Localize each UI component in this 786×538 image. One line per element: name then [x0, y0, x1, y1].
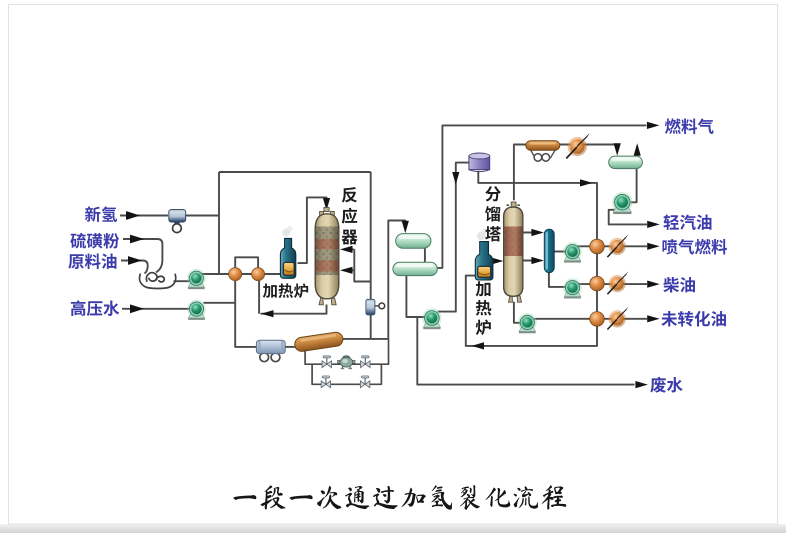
- label-heater2: 加热炉: [475, 276, 492, 338]
- card-border: [8, 4, 778, 525]
- diagram-title: 一段一次通过加氢裂化流程: [231, 484, 568, 511]
- letdown-valve: [365, 298, 386, 316]
- label-hp-water: 高压水: [70, 296, 120, 320]
- diesel-pump: [562, 277, 583, 299]
- jet-fuel-pump: [562, 241, 583, 264]
- wash-water-tank: [468, 152, 491, 173]
- equipment-labels: 加热炉 反应器 分馏塔 加热炉: [263, 181, 502, 338]
- pipe-reactor-effluent: [260, 304, 328, 315]
- reflux-drum: [608, 155, 643, 170]
- pipe-effluent-down: [234, 280, 257, 348]
- pipe-wash-water-chain: [464, 170, 598, 347]
- heater1-firebox-window: [282, 261, 295, 277]
- hp-water-pump: [186, 299, 207, 321]
- label-heater1: 加热炉: [263, 280, 310, 302]
- label-feed-oil: 原料油: [68, 249, 118, 273]
- feed-pump: [186, 268, 207, 290]
- label-diesel: 柴油: [663, 272, 696, 296]
- feed-mixer: [138, 271, 177, 290]
- letdown-valve-wheel: [378, 302, 386, 310]
- label-jet-fuel: 喷气燃料: [662, 234, 729, 258]
- heater1-furnace: [279, 225, 297, 279]
- label-reactor: 反应器: [341, 182, 358, 248]
- overhead-air-cooler: [525, 140, 561, 162]
- pipe-water-tank-line: [437, 161, 469, 313]
- tower-bottom-nozzles: [507, 295, 523, 303]
- pipe-light-gasoline: [607, 208, 647, 226]
- pipe-lp-water-out: [405, 275, 426, 318]
- feed-exchanger-1: [228, 267, 243, 282]
- unconverted-oil-cooler: [589, 311, 605, 327]
- reactor-vessel: [314, 207, 340, 306]
- pipe-letdown-manifold-lower: [311, 364, 383, 386]
- tower-bottoms-pump: [517, 312, 538, 334]
- pipe-stripper-bottoms: [547, 272, 566, 288]
- label-waste-water: 废水: [650, 372, 684, 396]
- gasoline-pump: [611, 191, 634, 215]
- label-fresh-hydrogen: 新氢: [85, 202, 119, 226]
- mixer-bowl: [138, 273, 177, 290]
- diesel-cooler: [589, 275, 605, 292]
- mixer-coil: [145, 271, 166, 283]
- compressor-wheel: [171, 222, 183, 234]
- pipe-waste-water: [416, 317, 635, 386]
- side-stripper-column: [543, 228, 555, 274]
- label-light-gasoline: 轻汽油: [663, 210, 713, 234]
- label-fuel-gas: 燃料气: [665, 114, 715, 138]
- fractionator-tower: [503, 201, 524, 303]
- label-fractionator: 分馏塔: [485, 181, 502, 245]
- lp-separator-drum: [392, 261, 438, 277]
- compressor-fresh-hydrogen: [168, 209, 187, 234]
- bottom-strip: [0, 524, 786, 533]
- hot-oil-drum: [294, 331, 344, 352]
- stream-labels: 新氢 硫磺粉 原料油 高压水 燃料气 轻汽油 喷气燃料 柴油 未转化油 废水: [68, 114, 728, 397]
- pipe-exchanger-bypass: [234, 256, 260, 269]
- pipe-sulfur-powder: [123, 238, 164, 274]
- power-recovery-turbine: [337, 355, 356, 370]
- hp-separator-drum: [395, 233, 432, 249]
- heater2-furnace: [474, 228, 494, 281]
- label-sulfur-powder: 硫磺粉: [70, 228, 120, 252]
- sour-water-pump: [421, 307, 443, 330]
- steam-generator-exchanger: [255, 339, 286, 363]
- jet-fuel-cooler: [589, 238, 605, 255]
- label-unconverted-oil: 未转化油: [661, 306, 727, 330]
- reactor-catalyst-beds: [315, 226, 339, 275]
- pipe-drum-liquid: [630, 168, 638, 204]
- pipe-feed-oil: [121, 259, 149, 275]
- pipe-fuel-gas-header: [437, 124, 647, 269]
